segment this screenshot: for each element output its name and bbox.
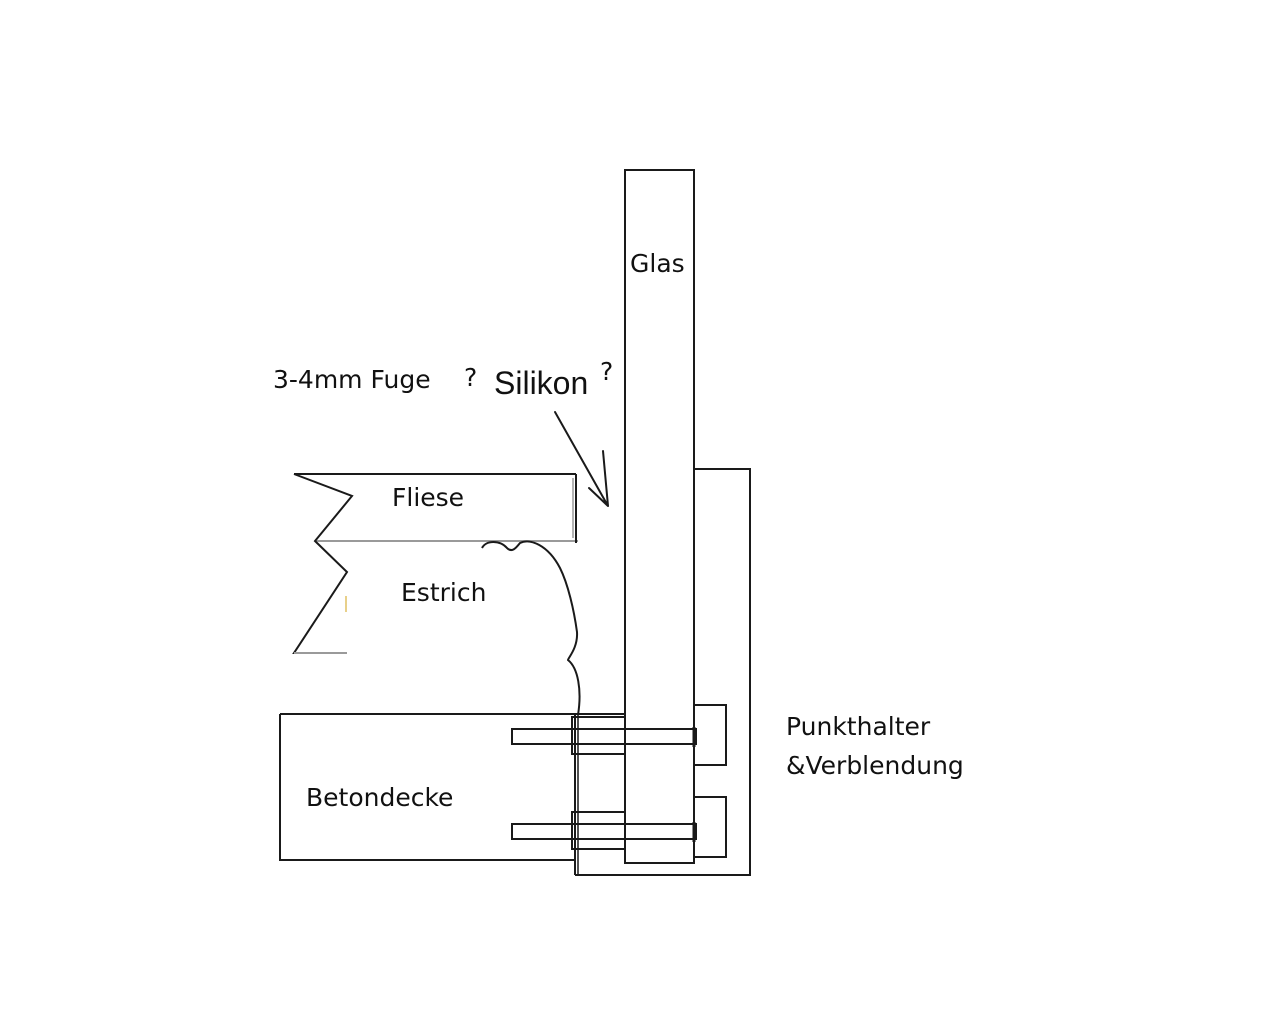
label-estrich: Estrich <box>401 578 486 607</box>
label-silikon: Silikon <box>494 365 588 401</box>
label-fuge: 3-4mm Fuge <box>273 365 431 394</box>
upper-bolt <box>511 728 697 745</box>
joint-sealant-curve <box>481 540 581 716</box>
label-fliese: Fliese <box>392 483 464 512</box>
point-holder-lower <box>694 796 727 858</box>
break-line <box>292 473 354 654</box>
label-punkthalter: Punkthalter <box>786 712 931 741</box>
label-question: ? <box>464 363 477 392</box>
label-silikon-question: ? <box>600 357 613 386</box>
lower-bolt-sleeve <box>571 811 626 850</box>
glass-pane <box>624 169 695 864</box>
upper-bolt-sleeve <box>571 716 626 755</box>
concrete-slab <box>279 713 625 861</box>
lower-bolt <box>511 823 697 840</box>
label-verblendung: &Verblendung <box>786 751 964 780</box>
point-holder-upper <box>694 704 727 766</box>
label-betondecke: Betondecke <box>306 783 453 812</box>
pointer-arrow <box>554 411 609 507</box>
cladding-outline <box>575 468 751 876</box>
label-glas: Glas <box>630 249 685 278</box>
